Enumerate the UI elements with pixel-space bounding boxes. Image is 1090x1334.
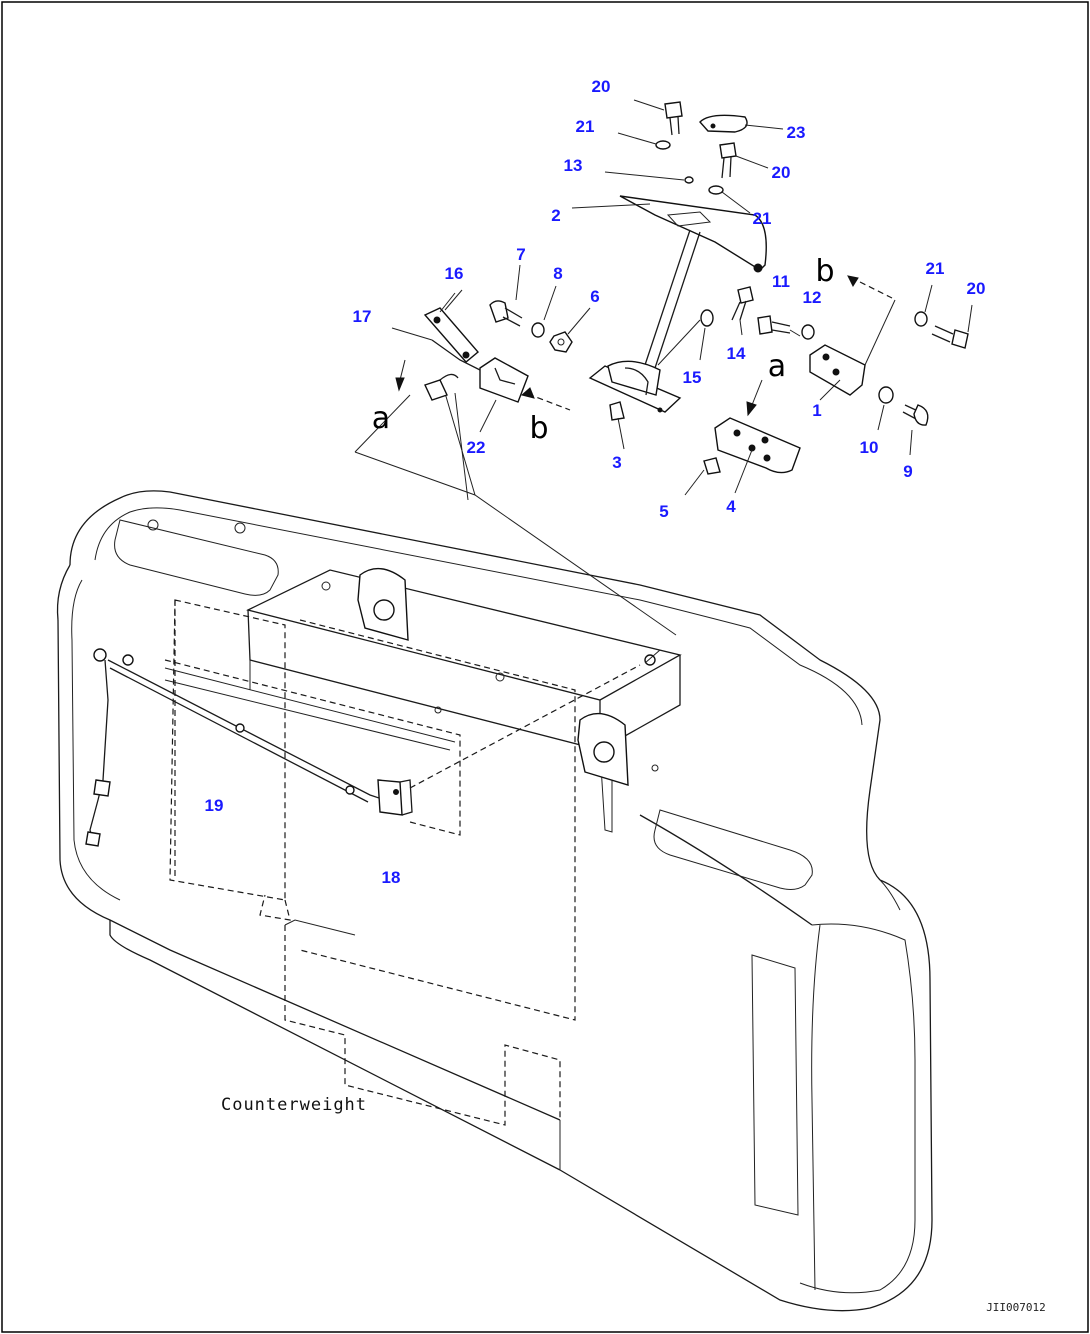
callout-11: 11	[772, 272, 790, 291]
washer-12	[801, 324, 815, 340]
callout-21: 21	[576, 117, 595, 136]
view-letter-b: b	[529, 411, 548, 446]
callout-19: 19	[205, 796, 224, 815]
washer-8	[531, 285, 557, 338]
routing-line	[409, 664, 641, 789]
callout-2: 2	[551, 206, 560, 225]
switch-22	[424, 357, 529, 433]
callout-4: 4	[726, 497, 736, 516]
callout-10: 10	[860, 438, 879, 457]
callout-21: 21	[753, 209, 772, 228]
callout-7: 7	[516, 245, 525, 264]
callout-3: 3	[612, 453, 621, 472]
counterweight-caption: Counterweight	[221, 1095, 367, 1115]
view-arrow-a-right	[746, 379, 763, 417]
view-arrow-b-left	[520, 387, 571, 411]
bolt-14	[731, 286, 754, 336]
callout-8: 8	[553, 264, 562, 283]
harness-19	[85, 648, 386, 847]
callout-13: 13	[564, 156, 583, 175]
bolt-20-mid	[719, 142, 769, 179]
bracket-16	[423, 289, 479, 363]
callout-5: 5	[659, 502, 668, 521]
drawing-code: JII007012	[986, 1301, 1046, 1314]
nut-6	[549, 307, 591, 353]
callout-18: 18	[382, 868, 401, 887]
view-letter-a: a	[768, 349, 786, 384]
callout-16: 16	[445, 264, 464, 283]
callout-12: 12	[803, 288, 822, 307]
cover-plate-2	[619, 195, 767, 273]
callout-17: 17	[353, 307, 372, 326]
callout-20: 20	[967, 279, 986, 298]
callout-1: 1	[812, 401, 821, 420]
connector-end	[644, 654, 656, 666]
callout-14: 14	[727, 344, 746, 363]
callout-21: 21	[926, 259, 945, 278]
washer-15	[657, 309, 714, 366]
callout-6: 6	[590, 287, 599, 306]
counterweight-body	[56, 490, 933, 1312]
view-letter-a: a	[372, 401, 390, 436]
bracket-23	[699, 114, 784, 133]
callout-20: 20	[592, 77, 611, 96]
latch-bracket-3	[588, 360, 682, 450]
latch-plate-4	[714, 417, 801, 494]
view-arrow-b-right	[847, 275, 893, 299]
callout-22: 22	[467, 438, 486, 457]
striker-5	[684, 457, 721, 496]
stay-rod	[644, 229, 701, 369]
view-arrow-a-left	[395, 359, 406, 392]
callout-15: 15	[683, 368, 702, 387]
hinge-block-1	[809, 299, 896, 401]
callout-23: 23	[787, 123, 806, 142]
callout-9: 9	[903, 462, 912, 481]
bolt-20-right	[931, 304, 973, 349]
bolt-7	[489, 264, 523, 327]
washer-21-mid	[708, 185, 751, 214]
callout-20: 20	[772, 163, 791, 182]
view-letters: a b a b	[372, 254, 835, 446]
pin-13	[604, 171, 694, 184]
washer-10	[877, 386, 894, 431]
bolt-20-top	[633, 99, 683, 136]
bolt-9	[902, 404, 929, 456]
bracket-18	[377, 779, 413, 816]
washer-21-top	[617, 132, 671, 150]
bolt-11	[757, 315, 801, 337]
wire-17	[391, 327, 481, 371]
washer-21-right	[914, 284, 933, 327]
view-letter-b: b	[815, 254, 834, 289]
